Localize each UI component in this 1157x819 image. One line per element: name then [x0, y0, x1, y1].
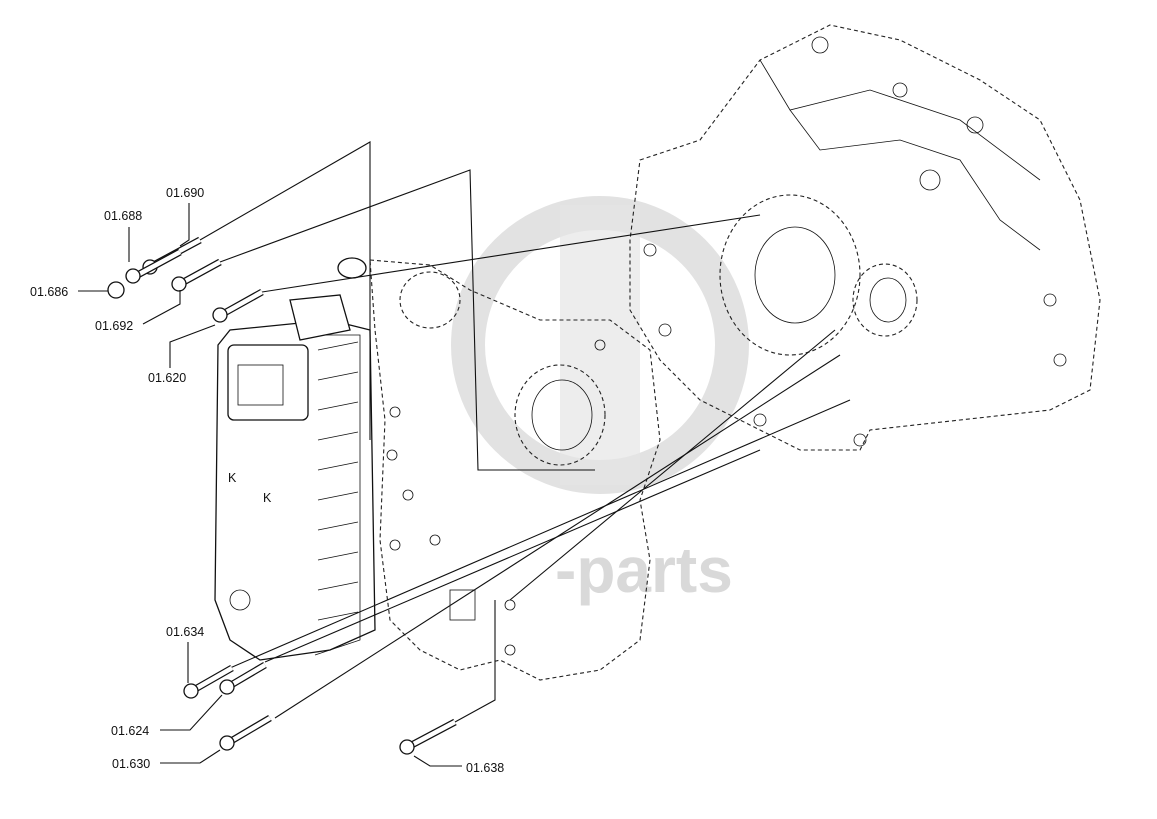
intermediate-housing [369, 259, 661, 681]
callout-01620: 01.620 [148, 324, 216, 385]
callouts: 01.690 01.688 01.686 01.692 01.620 01.63… [30, 186, 504, 775]
callout-label: 01.686 [30, 285, 68, 299]
gearbox-housing [629, 24, 1101, 451]
bolt-01688 [125, 248, 182, 284]
callout-label: 01.638 [466, 761, 504, 775]
callout-01638: 01.638 [413, 755, 504, 775]
cooler-fins [317, 341, 359, 621]
svg-text:K: K [228, 471, 237, 485]
bolts [107, 236, 457, 755]
callout-01686: 01.686 [30, 285, 108, 299]
oil-cooler: K K [214, 257, 376, 661]
bolt-01620 [212, 288, 264, 323]
callout-label: 01.630 [112, 757, 150, 771]
bolt-01634 [183, 664, 234, 699]
callout-label: 01.634 [166, 625, 204, 639]
bolt-01692 [171, 258, 222, 292]
bolt-01624 [219, 661, 267, 695]
callout-01634: 01.634 [166, 625, 204, 683]
callout-label: 01.620 [148, 371, 186, 385]
callout-01624: 01.624 [111, 694, 223, 738]
callout-label: 01.692 [95, 319, 133, 333]
watermark: -parts [451, 196, 749, 606]
callout-01688: 01.688 [104, 209, 142, 262]
leader-lines [199, 141, 851, 723]
bolt-01638 [399, 718, 457, 755]
callout-01630: 01.630 [112, 749, 221, 771]
bolt-01686 [107, 281, 125, 299]
watermark-text: -parts [555, 534, 733, 606]
svg-text:K: K [263, 491, 272, 505]
callout-label: 01.688 [104, 209, 142, 223]
callout-01692: 01.692 [95, 290, 181, 333]
bolt-01630 [219, 714, 272, 751]
callout-01690: 01.690 [166, 186, 204, 247]
callout-label: 01.690 [166, 186, 204, 200]
callout-label: 01.624 [111, 724, 149, 738]
